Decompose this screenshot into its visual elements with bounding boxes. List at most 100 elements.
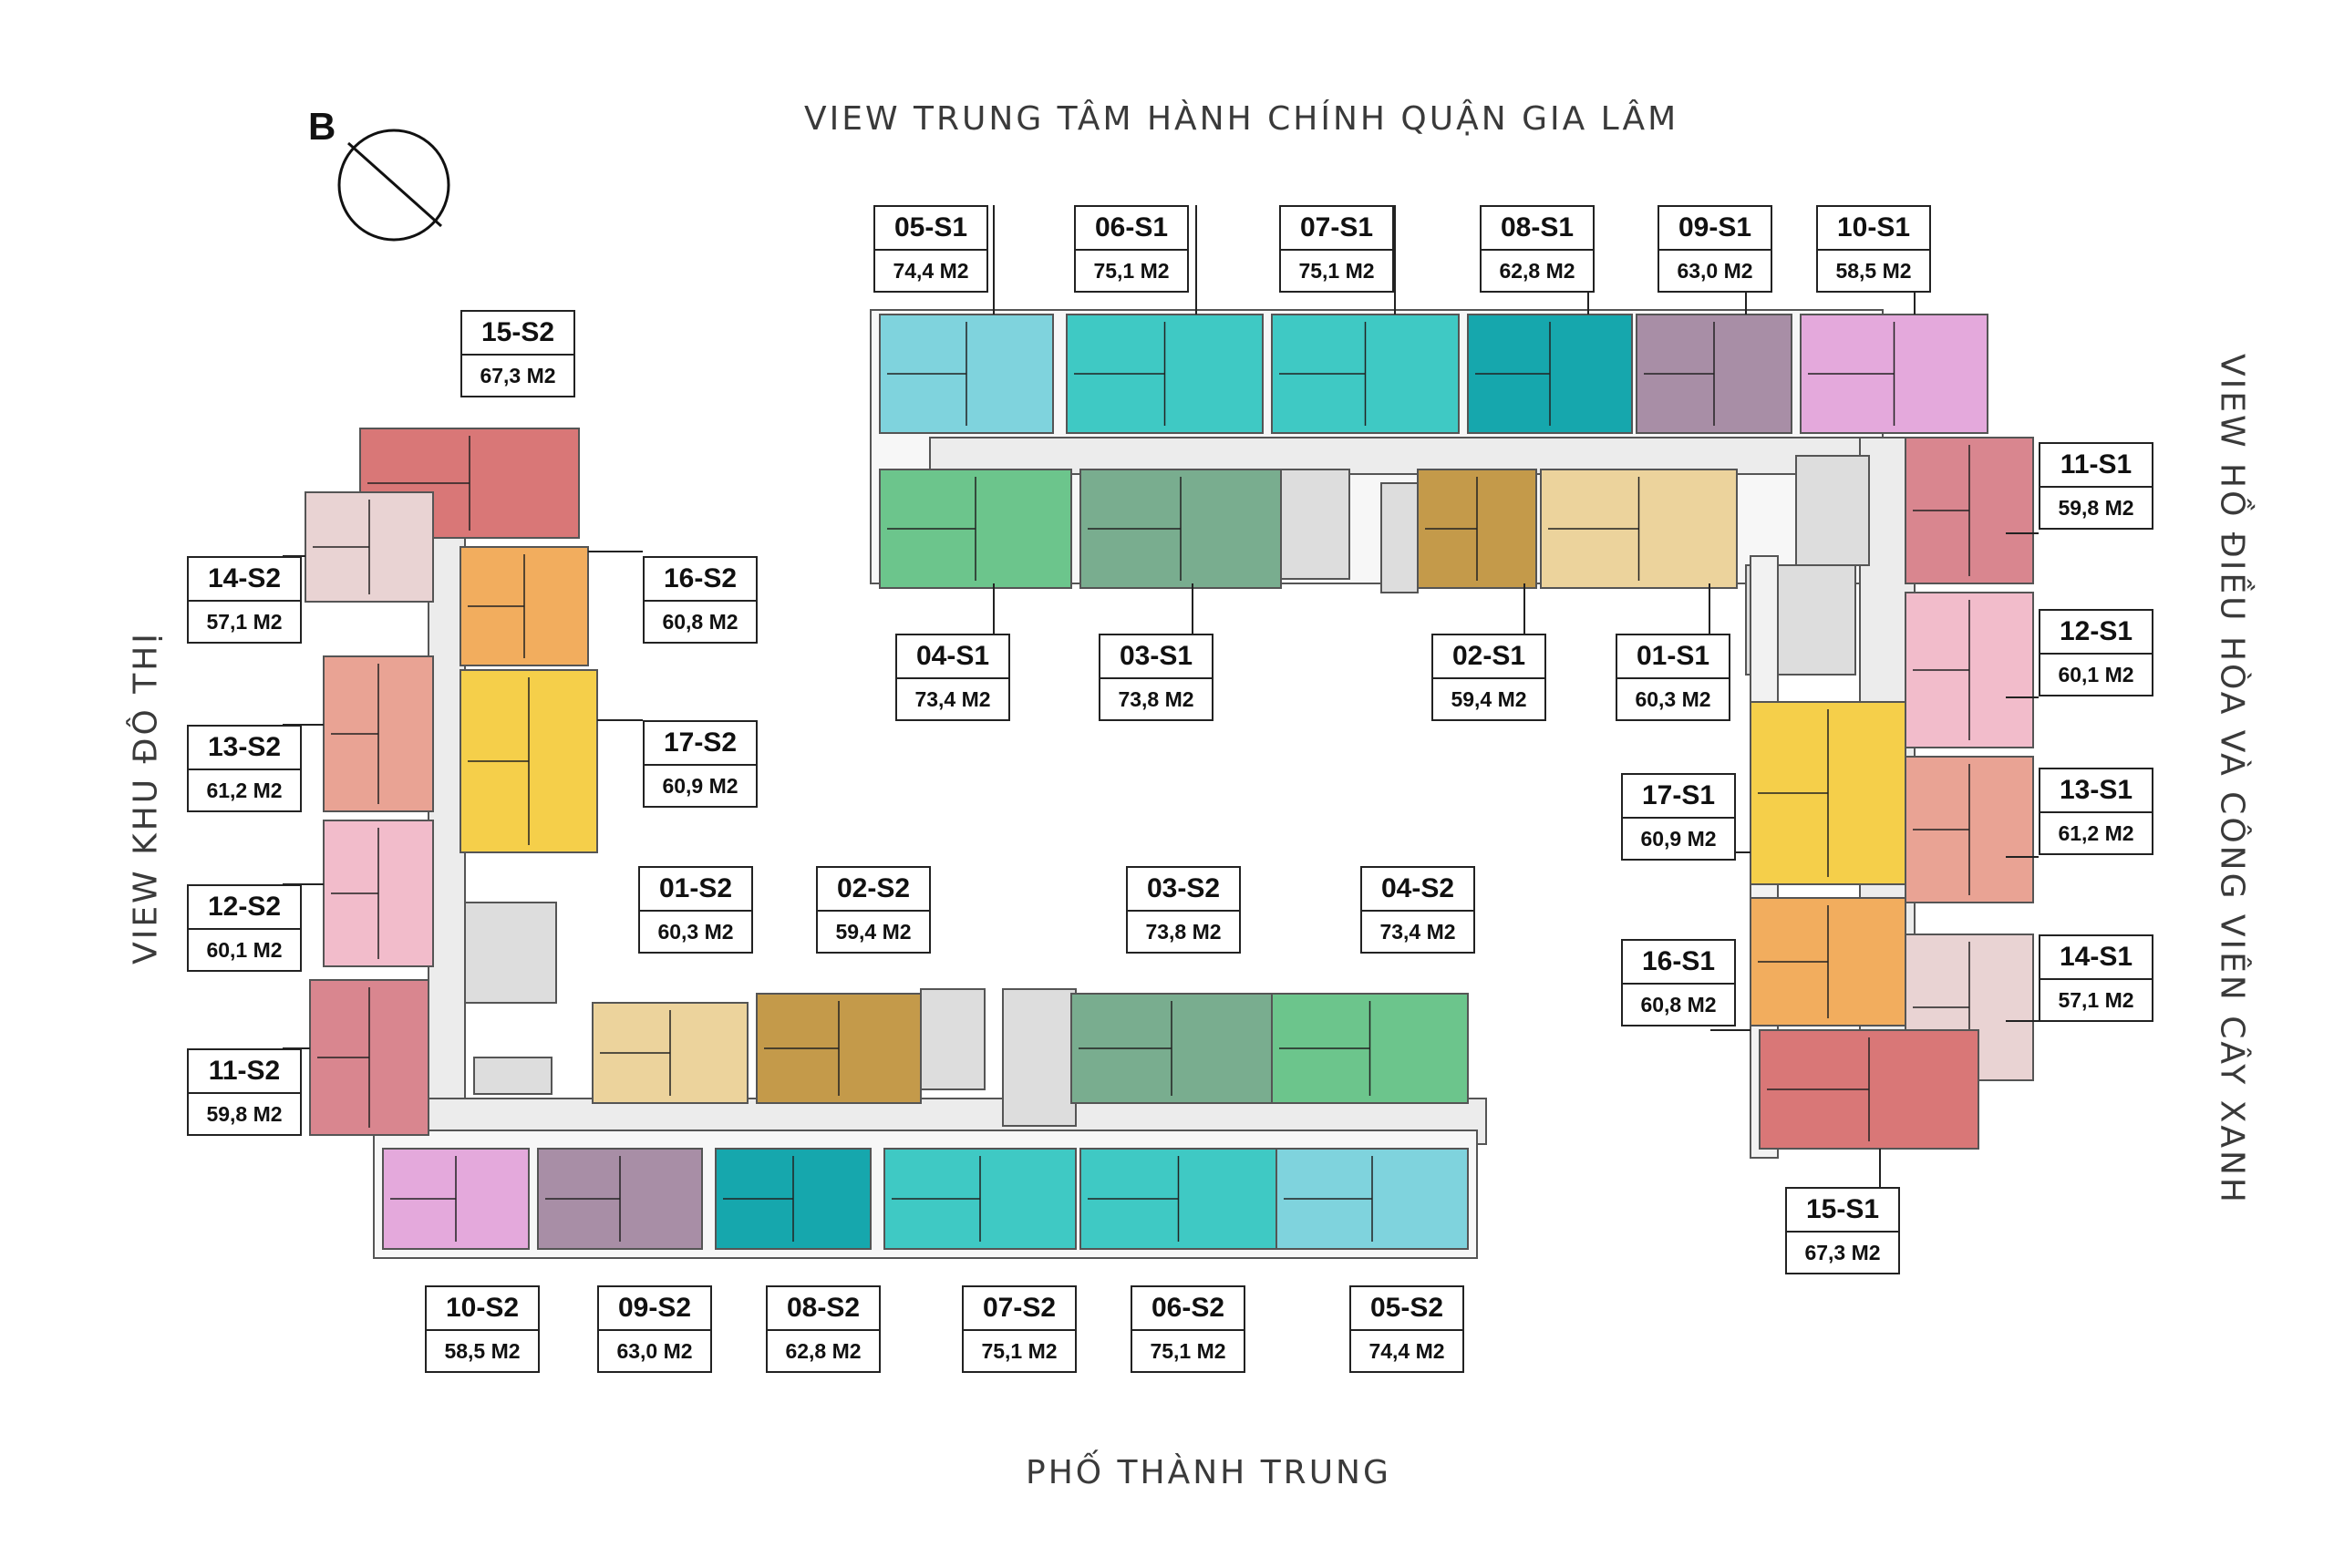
unit-area: 63,0 M2 [616, 1339, 693, 1363]
unit-code: 08-S2 [768, 1287, 879, 1331]
unit-label-01-s1: 01-S1 60,3 M2 [1616, 634, 1730, 721]
unit-label-05-s2: 05-S2 74,4 M2 [1349, 1285, 1464, 1373]
unit-label-17-s1: 17-S1 60,9 M2 [1621, 773, 1736, 861]
unit-area: 62,8 M2 [1499, 259, 1575, 283]
unit-area: 60,9 M2 [1640, 827, 1717, 851]
unit-area: 58,5 M2 [444, 1339, 521, 1363]
unit-label-08-s2: 08-S2 62,8 M2 [766, 1285, 881, 1373]
unit-label-12-s1: 12-S1 60,1 M2 [2039, 609, 2153, 696]
unit-area: 62,8 M2 [785, 1339, 862, 1363]
unit-code: 01-S1 [1617, 635, 1729, 679]
unit-area: 73,4 M2 [914, 687, 991, 711]
unit-code: 13-S2 [189, 727, 300, 770]
unit-label-16-s2: 16-S2 60,8 M2 [643, 556, 758, 644]
unit-code: 16-S2 [645, 558, 756, 602]
core-s2-stair [464, 902, 557, 1004]
compass-letter: B [308, 105, 336, 148]
unit-area: 74,4 M2 [1368, 1339, 1445, 1363]
unit-label-06-s1: 06-S1 75,1 M2 [1074, 205, 1189, 293]
unit-area: 59,8 M2 [2058, 496, 2134, 520]
unit-label-03-s2: 03-S2 73,8 M2 [1126, 866, 1241, 954]
unit-label-09-s2: 09-S2 63,0 M2 [597, 1285, 712, 1373]
unit-label-05-s1: 05-S1 74,4 M2 [873, 205, 988, 293]
unit-code: 06-S1 [1076, 207, 1187, 251]
unit-area: 57,1 M2 [2058, 988, 2134, 1012]
unit-area: 60,8 M2 [1640, 993, 1717, 1016]
unit-code: 05-S1 [875, 207, 986, 251]
unit-label-09-s1: 09-S1 63,0 M2 [1658, 205, 1772, 293]
view-label-bottom: PHỐ THÀNH TRUNG [1026, 1454, 1391, 1491]
unit-code: 04-S1 [897, 635, 1008, 679]
unit-label-14-s1: 14-S1 57,1 M2 [2039, 934, 2153, 1022]
unit-area: 60,8 M2 [662, 610, 738, 634]
unit-label-07-s2: 07-S2 75,1 M2 [962, 1285, 1077, 1373]
unit-label-07-s1: 07-S1 75,1 M2 [1279, 205, 1394, 293]
unit-label-11-s2: 11-S2 59,8 M2 [187, 1048, 302, 1136]
unit-label-04-s1: 04-S1 73,4 M2 [895, 634, 1010, 721]
unit-code: 02-S2 [818, 868, 929, 912]
unit-area: 63,0 M2 [1677, 259, 1753, 283]
unit-area: 61,2 M2 [206, 779, 283, 802]
unit-code: 17-S2 [645, 722, 756, 766]
unit-area: 60,3 M2 [657, 920, 734, 944]
core-s1-lift [1380, 482, 1419, 593]
unit-area: 60,1 M2 [206, 938, 283, 962]
unit-code: 11-S2 [189, 1050, 300, 1094]
unit-area: 75,1 M2 [981, 1339, 1058, 1363]
unit-area: 61,2 M2 [2058, 821, 2134, 845]
unit-code: 05-S2 [1351, 1287, 1462, 1331]
unit-code: 13-S1 [2040, 769, 2152, 813]
unit-code: 04-S2 [1362, 868, 1473, 912]
core-s2-lift-2 [920, 988, 986, 1090]
unit-area: 58,5 M2 [1835, 259, 1912, 283]
unit-code: 11-S1 [2040, 444, 2152, 488]
unit-code: 17-S1 [1623, 775, 1734, 819]
unit-code: 01-S2 [640, 868, 751, 912]
unit-area: 73,8 M2 [1145, 920, 1222, 944]
unit-code: 14-S1 [2040, 936, 2152, 980]
unit-code: 06-S2 [1132, 1287, 1244, 1331]
unit-area: 59,4 M2 [835, 920, 912, 944]
unit-label-13-s1: 13-S1 61,2 M2 [2039, 768, 2153, 855]
unit-area: 60,3 M2 [1635, 687, 1711, 711]
view-label-top: VIEW TRUNG TÂM HÀNH CHÍNH QUẬN GIA LÂM [804, 100, 1679, 138]
unit-code: 12-S1 [2040, 611, 2152, 655]
core-s1-stair [1795, 455, 1870, 566]
unit-label-02-s2: 02-S2 59,4 M2 [816, 866, 931, 954]
unit-area: 60,9 M2 [662, 774, 738, 798]
unit-code: 14-S2 [189, 558, 300, 602]
unit-area: 73,4 M2 [1379, 920, 1456, 944]
unit-area: 57,1 M2 [206, 610, 283, 634]
unit-label-08-s1: 08-S1 62,8 M2 [1480, 205, 1595, 293]
unit-area: 75,1 M2 [1150, 1339, 1226, 1363]
unit-code: 07-S2 [964, 1287, 1075, 1331]
unit-area: 59,4 M2 [1451, 687, 1527, 711]
unit-area: 67,3 M2 [480, 364, 556, 387]
unit-code: 09-S2 [599, 1287, 710, 1331]
unit-area: 75,1 M2 [1298, 259, 1375, 283]
unit-area: 59,8 M2 [206, 1102, 283, 1126]
unit-area: 74,4 M2 [893, 259, 969, 283]
unit-code: 09-S1 [1659, 207, 1771, 251]
unit-label-15-s2: 15-S2 67,3 M2 [460, 310, 575, 397]
unit-code: 03-S1 [1100, 635, 1212, 679]
unit-area: 60,1 M2 [2058, 663, 2134, 686]
unit-code: 08-S1 [1482, 207, 1593, 251]
unit-area: 75,1 M2 [1093, 259, 1170, 283]
unit-label-04-s2: 04-S2 73,4 M2 [1360, 866, 1475, 954]
core-s2-stair-2 [1002, 988, 1077, 1127]
unit-label-14-s2: 14-S2 57,1 M2 [187, 556, 302, 644]
unit-code: 07-S1 [1281, 207, 1392, 251]
core-s2-lift [473, 1057, 553, 1095]
unit-code: 03-S2 [1128, 868, 1239, 912]
unit-code: 15-S2 [462, 312, 573, 356]
unit-label-17-s2: 17-S2 60,9 M2 [643, 720, 758, 808]
unit-area: 67,3 M2 [1804, 1241, 1881, 1264]
